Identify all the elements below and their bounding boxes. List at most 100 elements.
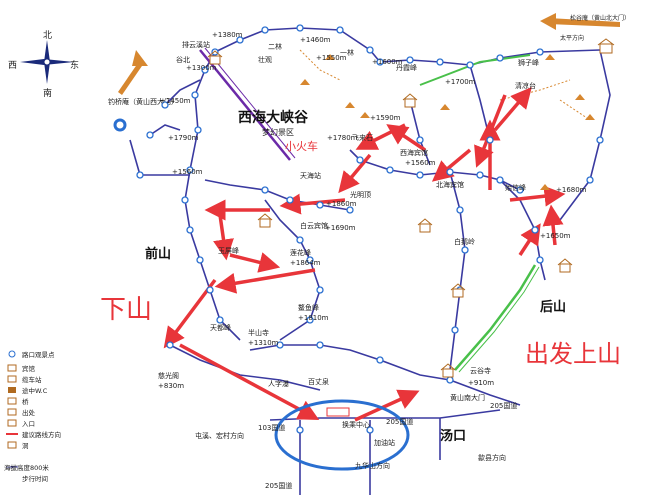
elevation-17: +1310m (248, 339, 279, 347)
diaoqiao-label: 钓桥庵（黄山西大门） (108, 97, 178, 106)
tangkou-label: 汤口 (440, 429, 466, 444)
place-beihaibinguan: 北海宾馆 (436, 180, 464, 189)
place-jiayouzhan: 加油站 (374, 438, 395, 447)
elevation-9: +1780m (327, 134, 358, 142)
paiyunxi-cable (199, 47, 296, 161)
road-shexian: 歙县方向 (478, 453, 506, 462)
compass-east-label: 东 (70, 59, 79, 71)
route-arrow-16 (214, 268, 316, 294)
compass: 北 南 东 西 (8, 30, 79, 99)
elevation-14: +1690m (325, 224, 356, 232)
place-paiyunxi: 排云溪站 (182, 40, 210, 49)
small-train-label: 小火车 (285, 139, 318, 153)
route-arrow-8 (431, 148, 472, 182)
route-arrow-7 (474, 94, 507, 168)
elevation-15: +1864m (290, 259, 321, 267)
elevation-0: +1380m (212, 31, 243, 39)
compass-north-label: 北 (43, 30, 52, 41)
legend-item-8: 洞 (22, 441, 29, 450)
route-arrow-2 (518, 223, 541, 256)
route-arrow-3 (509, 185, 566, 207)
start-up-label: 出发上山 (525, 340, 621, 368)
xihai-title: 西海大峡谷 (238, 109, 309, 126)
place-baiyunbinguan: 白云宾馆 (300, 221, 328, 230)
front-mountain-label: 前山 (145, 246, 171, 262)
elevation-19: +910m (468, 379, 494, 387)
place-guangmingding: 光明顶 (350, 190, 371, 199)
compass-south-label: 南 (43, 87, 52, 99)
place-baizhangquan: 百丈泉 (308, 377, 329, 386)
elevation-16: +1810m (298, 314, 329, 322)
legend-item-7: 建议路线方向 (22, 430, 61, 439)
road-205-b: 205国道 (386, 417, 413, 426)
transfer-center-highlight (274, 399, 410, 471)
diaoqiao-point (113, 118, 127, 132)
place-yungusi: 云谷寺 (470, 366, 491, 375)
legend-item-10: 步行时间 (22, 474, 48, 483)
place-huangshannandamen: 黄山南大门 (450, 393, 485, 402)
route-arrow-10 (355, 123, 406, 150)
elevation-7: +1560m (172, 168, 203, 176)
peak-marks (300, 54, 595, 190)
place-tiandufeng: 天都峰 (210, 323, 231, 332)
route-arrow-4 (542, 204, 564, 246)
place-renzibao: 人字瀑 (268, 379, 289, 388)
route-arrow-6 (493, 87, 532, 132)
road-jiuhuashan: 九华山方向 (355, 461, 390, 470)
taiping-label: 太平方向 (560, 34, 584, 42)
elevation-4: +1450m (160, 97, 191, 105)
place-gubei: 谷北 (176, 55, 190, 64)
top-right-direction-label: 松谷庵（黄山北大门） (570, 14, 630, 22)
back-mountain-label: 后山 (540, 299, 566, 315)
elevation-20: +1560m (405, 159, 436, 167)
place-shizifeng: 狮子峰 (518, 58, 539, 67)
elevation-10: +1700m (445, 78, 476, 86)
road-205-c: 205国道 (490, 401, 517, 410)
viewpoint-nodes (136, 24, 604, 434)
route-arrow-9 (386, 124, 426, 152)
route-arrow-14 (213, 214, 234, 261)
elevation-13: +1860m (326, 200, 357, 208)
elevation-18: +830m (158, 382, 184, 390)
place-huanchezhongxin: 换乘中心 (342, 420, 370, 429)
place-yilu: 一林 (340, 48, 354, 57)
legend-item-2: 缆车站 (22, 375, 42, 384)
diaoqiao-direction: 钓桥庵（黄山西大门） (108, 50, 178, 132)
road-labels: 屯溪、宏村方向 103国道 205国道 205国道 205国道 九华山方向 歙县… (195, 401, 517, 490)
elevation-5: +1300m (186, 64, 217, 72)
elevation-3: +1600m (372, 58, 403, 66)
legend-item-0: 路口观景点 (22, 350, 55, 359)
legend-item-6: 入口 (22, 420, 35, 428)
place-erlu: 二林 (268, 42, 282, 51)
suggested-route (163, 87, 566, 422)
elevation-1: +1460m (300, 36, 331, 44)
route-arrow-15 (229, 252, 281, 273)
legend-item-4: 桥 (22, 397, 29, 406)
place-banshansi: 半山寺 (248, 328, 269, 337)
place-aoyufeng: 鳌鱼峰 (298, 303, 319, 312)
legend-item-1: 宾馆 (22, 364, 36, 373)
place-danxiafeng: 丹霞峰 (396, 63, 417, 72)
elevation-11: +1680m (556, 186, 587, 194)
place-yupingfeng: 玉屏峰 (218, 246, 239, 255)
road-tunxi: 屯溪、宏村方向 (195, 431, 244, 440)
legend-item-5: 出处 (22, 408, 36, 417)
elevation-8: +1590m (370, 114, 401, 122)
place-xihaibinguan: 西海宾馆 (400, 148, 428, 157)
go-down-label: 下山 (100, 295, 152, 325)
road-205-a: 205国道 (265, 481, 292, 490)
compass-west-label: 西 (8, 60, 17, 71)
place-shixinfeng: 始信峰 (505, 183, 526, 192)
elevation-6: +1790m (168, 134, 199, 142)
green-cableways (419, 54, 540, 373)
taiping-direction: 松谷庵（黄山北大门） 太平方向 (540, 13, 630, 42)
place-ciguangge: 慈光阁 (158, 371, 179, 380)
route-arrow-18 (179, 343, 320, 420)
place-qingliangtai: 清凉台 (515, 81, 536, 90)
road-103: 103国道 (258, 423, 285, 432)
legend-item-3: 途中W.C (22, 386, 48, 395)
place-feilaishi: 飞来石 (352, 134, 373, 142)
elevation-12: +1650m (540, 232, 571, 240)
route-arrow-11 (338, 153, 372, 194)
